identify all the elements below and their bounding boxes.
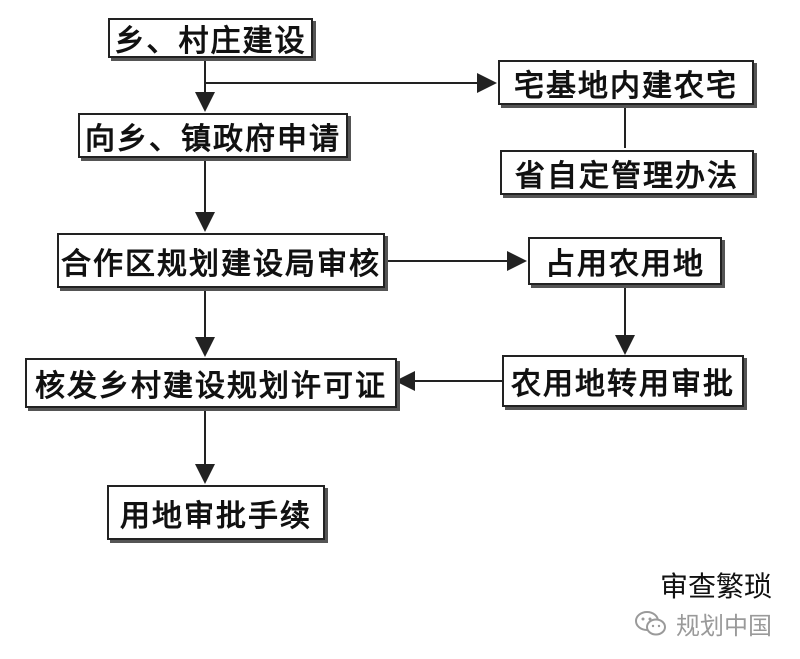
watermark: 规划中国	[634, 606, 772, 641]
node-farmland-conversion-approval: 农用地转用审批	[502, 355, 744, 407]
caption-text: 审查繁琐	[659, 570, 772, 603]
node-land-approval-procedures: 用地审批手续	[107, 485, 325, 540]
node-occupy-farmland: 占用农用地	[528, 237, 722, 285]
watermark-text: 规划中国	[676, 612, 772, 640]
node-apply-township-gov: 向乡、镇政府申请	[78, 113, 348, 158]
node-homestead-build-house: 宅基地内建农宅	[498, 60, 754, 105]
node-village-construction: 乡、村庄建设	[108, 18, 313, 59]
wechat-icon	[635, 610, 666, 635]
node-provincial-rules: 省自定管理办法	[500, 150, 754, 195]
node-issue-rural-permit: 核发乡村建设规划许可证	[25, 358, 397, 408]
node-zone-planning-review: 合作区规划建设局审核	[57, 233, 385, 288]
